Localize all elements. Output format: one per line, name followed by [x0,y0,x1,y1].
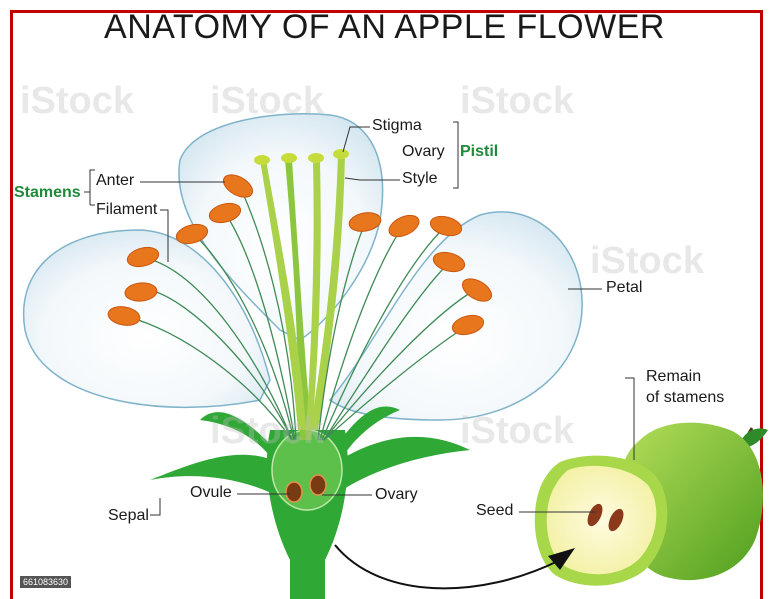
watermark: iStock [210,80,324,123]
label-ovary-bottom: Ovary [375,486,418,504]
label-pistil: Pistil [460,143,498,161]
label-style: Style [402,170,438,188]
label-ovule: Ovule [190,484,232,502]
watermark: iStock [590,240,704,283]
label-sepal: Sepal [108,507,149,525]
label-stamens: Stamens [14,184,81,202]
anther [386,211,423,241]
label-petal: Petal [606,279,642,297]
label-seed: Seed [476,502,513,520]
stigma-4 [333,149,349,159]
stigma-3 [308,153,324,163]
watermark: iStock [460,410,574,453]
watermark: iStock [210,410,324,453]
label-stigma: Stigma [372,117,422,135]
watermark: iStock [460,80,574,123]
page-title: ANATOMY OF AN APPLE FLOWER [0,8,769,47]
ovule-right [310,475,326,495]
label-remain-line2: of stamens [646,389,724,407]
label-ovary-top: Ovary [402,143,445,161]
stigma-1 [254,155,270,165]
ovule-left [286,482,302,502]
stock-id-badge: 661083630 [20,576,71,588]
stigma-2 [281,153,297,163]
label-filament: Filament [96,201,157,219]
label-remain-line1: Remain [646,368,701,386]
watermark: iStock [20,80,134,123]
arrow [335,545,560,588]
label-anter: Anter [96,172,134,190]
